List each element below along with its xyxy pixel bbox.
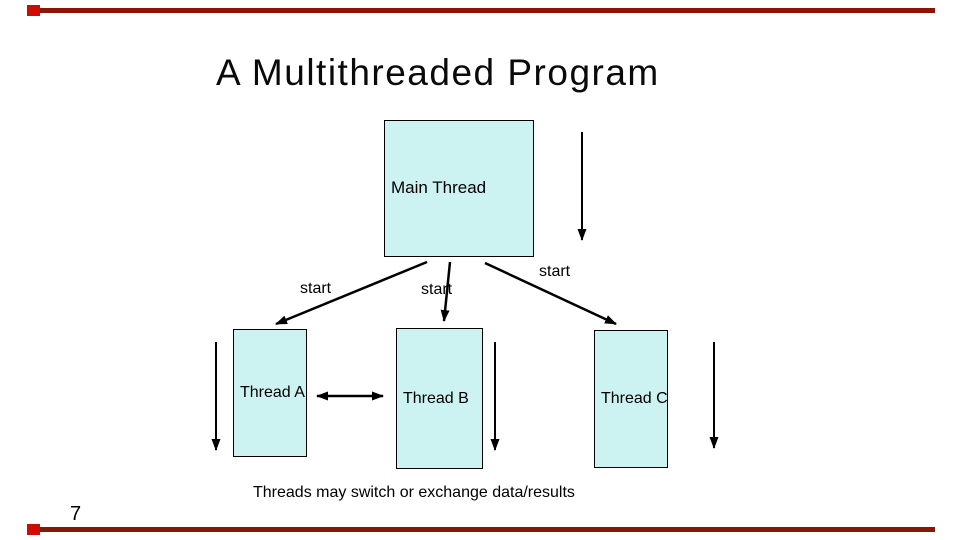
main-thread-box: Main Thread bbox=[384, 120, 534, 257]
start-label-a: start bbox=[300, 280, 332, 297]
slide-title: A Multithreaded Program bbox=[216, 52, 660, 93]
top-accent-square bbox=[27, 5, 40, 16]
start-label-c: start bbox=[539, 263, 571, 280]
thread-b-label: Thread B bbox=[403, 389, 469, 407]
bottom-accent-square bbox=[27, 524, 40, 535]
main-thread-label: Main Thread bbox=[391, 178, 487, 198]
thread-a-label: Thread A bbox=[240, 384, 305, 402]
thread-c-label: Thread C bbox=[601, 390, 668, 408]
thread-a-box: Thread A bbox=[233, 329, 307, 457]
page-number: 7 bbox=[70, 503, 82, 525]
top-accent-bar bbox=[40, 8, 935, 13]
thread-c-box: Thread C bbox=[594, 330, 668, 468]
start-arrow-thread-a bbox=[275, 260, 428, 326]
slide-caption: Threads may switch or exchange data/resu… bbox=[253, 484, 575, 501]
start-label-b: start bbox=[421, 281, 453, 298]
thread-b-box: Thread B bbox=[396, 328, 483, 469]
bottom-accent-bar bbox=[40, 527, 935, 532]
